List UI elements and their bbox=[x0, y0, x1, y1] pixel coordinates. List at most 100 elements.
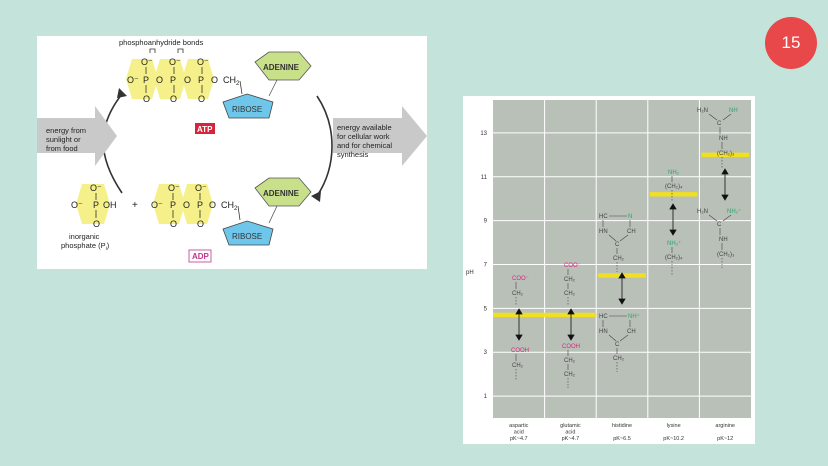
atp-o3: O bbox=[211, 75, 218, 85]
atp-o-bot-2: O bbox=[170, 94, 177, 104]
pi-oh: OH bbox=[103, 200, 117, 210]
pk-band bbox=[701, 152, 749, 158]
his-c-bot: C bbox=[615, 342, 620, 348]
adp-o-bot-2: O bbox=[197, 219, 204, 229]
his-n-top: N bbox=[628, 214, 632, 220]
atp-p1: P bbox=[143, 75, 149, 85]
asp-ch2-top: CH₂ bbox=[512, 291, 524, 297]
energy-in-text: energy from sunlight or from food bbox=[46, 126, 88, 153]
slide-number-badge: 15 bbox=[765, 17, 817, 69]
atp-o2: O bbox=[184, 75, 191, 85]
pi-p: P bbox=[93, 200, 99, 210]
adp-p1: P bbox=[170, 200, 176, 210]
glu-coo: COO⁻ bbox=[564, 263, 581, 269]
pi-phosphate-shape bbox=[76, 184, 110, 224]
column-pk-label: pK~4.7 bbox=[562, 436, 580, 442]
lys-ch2-4-bot: (CH₂)₄ bbox=[665, 255, 683, 261]
y-tick-label: 5 bbox=[484, 306, 488, 312]
adp-o-top-1: O⁻ bbox=[168, 183, 180, 193]
plus-sign: + bbox=[132, 200, 138, 211]
arg-ch2-3-top: (CH₂)₃ bbox=[717, 151, 735, 157]
y-tick-label: 9 bbox=[484, 219, 488, 225]
atp-cycle-figure: phosphoanhydride bonds O⁻ P O P O P O CH… bbox=[37, 36, 427, 269]
pk-band bbox=[649, 192, 698, 197]
arg-h2n-top: H₂N bbox=[697, 108, 708, 114]
energy-in-arrow bbox=[37, 106, 117, 166]
glu-cooh: COOH bbox=[562, 344, 580, 350]
column-name-label: histidine bbox=[612, 423, 632, 429]
glu-ch2-d: CH₂ bbox=[564, 372, 576, 378]
column-pk-label: pK~6.5 bbox=[613, 436, 631, 442]
atp-o-top-1: O⁻ bbox=[141, 57, 153, 67]
glu-ch2-a: CH₂ bbox=[564, 277, 576, 283]
pi-o-top: O⁻ bbox=[90, 183, 102, 193]
adp-ribose-shape bbox=[222, 220, 274, 246]
atp-ch2: CH2 bbox=[223, 75, 240, 87]
adp-ch2: CH2 bbox=[221, 200, 238, 212]
pi-o-left: O⁻ bbox=[71, 200, 83, 210]
his-ch-bot: CH bbox=[627, 329, 636, 335]
column-name-label: arginine bbox=[715, 423, 735, 429]
his-ch-top: CH bbox=[627, 229, 636, 235]
atp-ribose-label: RIBOSE bbox=[232, 105, 262, 114]
adp-ribose-label: RIBOSE bbox=[232, 232, 262, 241]
his-hn-bot: HN bbox=[599, 329, 608, 335]
pi-o-bottom: O bbox=[93, 219, 100, 229]
asp-cooh: COOH bbox=[511, 348, 529, 354]
his-ch2-top: CH₂ bbox=[613, 256, 625, 262]
column-name-label: aspartic bbox=[509, 423, 529, 429]
lys-ch2-4-top: (CH₂)₄ bbox=[665, 184, 683, 190]
arg-nh-top: NH bbox=[729, 108, 738, 114]
arg-c-top: C bbox=[717, 121, 722, 127]
glu-ch2-c: CH₂ bbox=[564, 358, 576, 364]
energy-out-arrow bbox=[333, 106, 427, 166]
atp-o-top-2: O⁻ bbox=[169, 57, 181, 67]
adp-box bbox=[188, 249, 212, 263]
lys-nh3-plus: NH₃⁺ bbox=[667, 240, 681, 247]
atp-box bbox=[195, 123, 215, 134]
column-name-label: acid bbox=[565, 430, 575, 436]
y-tick-label: 11 bbox=[481, 175, 488, 181]
atp-p2: P bbox=[170, 75, 176, 85]
atp-adenine-shape bbox=[254, 51, 312, 81]
pi-label: inorganic phosphate (Pi) bbox=[61, 232, 110, 252]
y-tick-label: 13 bbox=[480, 131, 487, 137]
column-pk-label: pK~10.2 bbox=[663, 436, 684, 442]
column-name-label: lysine bbox=[667, 423, 681, 429]
column-pk-label: pK~4.7 bbox=[510, 436, 528, 442]
o-minus-start: O⁻ bbox=[127, 75, 139, 85]
lys-nh2: NH₂ bbox=[668, 170, 680, 176]
atp-o-bot-1: O bbox=[143, 94, 150, 104]
glu-ch2-b: CH₂ bbox=[564, 291, 576, 297]
arg-nh-a: NH bbox=[719, 136, 728, 142]
atp-ribose-shape bbox=[222, 93, 274, 119]
arg-nh2-plus: NH₂⁺ bbox=[727, 208, 741, 215]
adp-o-start: O⁻ bbox=[151, 200, 163, 210]
adp-o2: O bbox=[209, 200, 216, 210]
arg-ch2-3-bot: (CH₂)₃ bbox=[717, 252, 735, 258]
y-tick-label: 1 bbox=[484, 394, 488, 400]
pk-band bbox=[544, 312, 597, 318]
arg-nh-b: NH bbox=[719, 237, 728, 243]
adp-adenine-label: ADENINE bbox=[263, 189, 300, 198]
y-tick-label: 7 bbox=[484, 262, 488, 268]
atp-o-bot-3: O bbox=[198, 94, 205, 104]
atp-phosphate-group bbox=[126, 59, 214, 99]
y-tick-label: 3 bbox=[484, 350, 488, 356]
asp-ch2-bot: CH₂ bbox=[512, 363, 524, 369]
atp-adenine-label: ADENINE bbox=[263, 63, 300, 72]
asp-coo: COO⁻ bbox=[512, 276, 529, 282]
adp-o-bot-1: O bbox=[170, 219, 177, 229]
his-nh-plus: NH⁺ bbox=[628, 313, 640, 320]
his-ch2-bot: CH₂ bbox=[613, 356, 625, 362]
adp-label: ADP bbox=[192, 252, 210, 261]
column-pk-label: pK~12 bbox=[717, 436, 733, 442]
his-hc-top: HC bbox=[599, 214, 608, 220]
atp-o-top-3: O⁻ bbox=[197, 57, 209, 67]
his-hc-bot: HC bbox=[599, 314, 608, 320]
right-curved-arrow bbox=[316, 95, 333, 197]
his-c-top: C bbox=[615, 242, 620, 248]
atp-label: ATP bbox=[197, 125, 213, 134]
arg-c-bot: C bbox=[717, 222, 722, 228]
